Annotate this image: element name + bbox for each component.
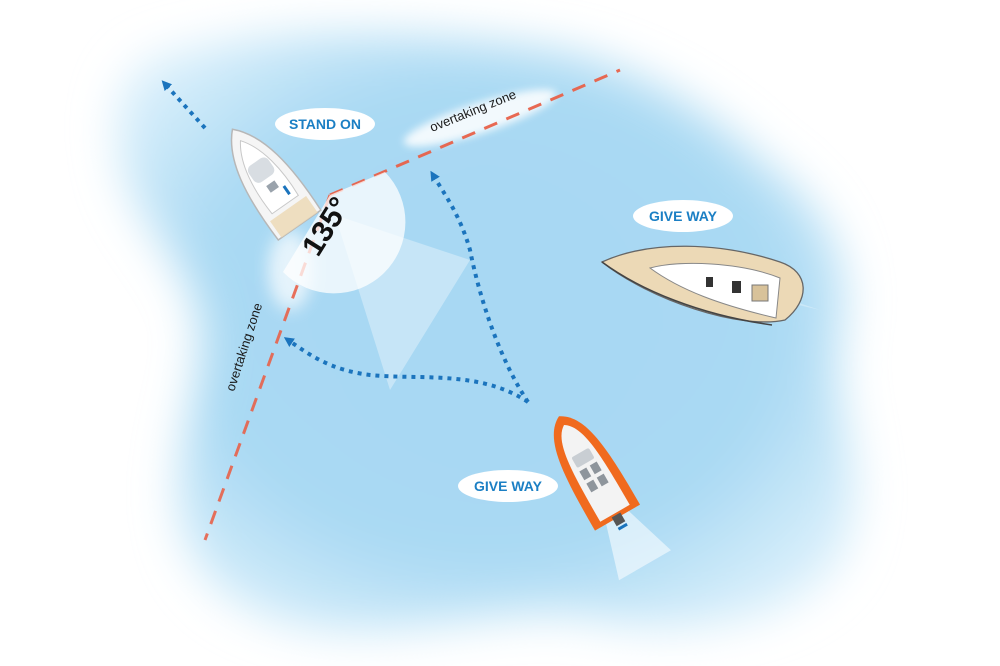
svg-text:GIVE WAY: GIVE WAY [649,208,718,224]
stand-on-course-arrow [161,80,207,130]
rib-course-arrow-west [283,337,530,404]
sailboat [600,245,820,326]
rib-boat [553,416,671,581]
water-area [116,32,856,632]
svg-text:GIVE WAY: GIVE WAY [474,478,543,494]
svg-text:STAND ON: STAND ON [289,116,361,132]
give-way-sailboat-label: GIVE WAY [633,200,733,232]
motor-cruiser [230,128,322,241]
stand-on-label: STAND ON [275,108,375,140]
give-way-rib-label: GIVE WAY [458,470,558,502]
course-arrows [161,80,530,404]
